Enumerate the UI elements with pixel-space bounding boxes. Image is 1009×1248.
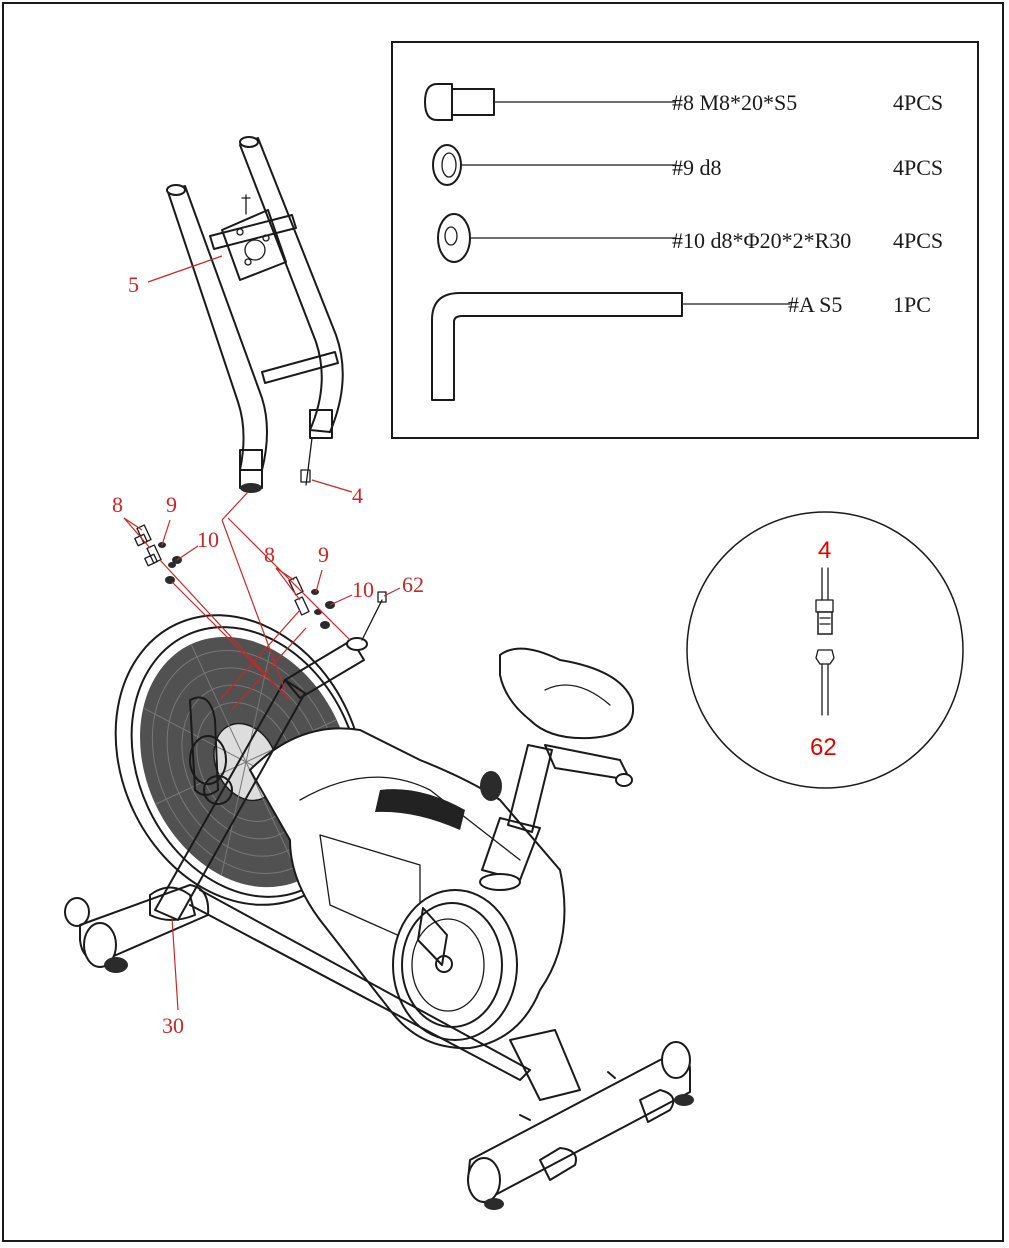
callout-bolt-left: 8 [112, 492, 123, 517]
hardware-qty-spring-washer: 4PCS [893, 155, 943, 180]
hardware-qty-bolt: 4PCS [893, 90, 943, 115]
inset-label-bottom: 62 [810, 734, 837, 761]
bolt-icon [424, 83, 676, 121]
hardware-code-bolt: #8 M8*20*S5 [672, 90, 797, 115]
flat-washer-icon [320, 601, 335, 629]
callout-cable-lower: 62 [402, 572, 424, 597]
inset-label-top: 4 [818, 537, 831, 564]
callout-handlebar: 5 [128, 272, 139, 297]
callout-front-tube: 30 [162, 1013, 184, 1038]
spring-washer-icon [158, 542, 176, 568]
connector-inset: 4 62 [686, 511, 964, 789]
hardware-code-spring-washer: #9 d8 [672, 155, 722, 180]
bike-drawing [64, 614, 694, 1210]
callout-flat-washer-left: 10 [197, 527, 219, 552]
hardware-qty-flat-washer: 4PCS [893, 228, 943, 253]
hardware-box-frame [391, 41, 979, 439]
spring-washer-icon [432, 144, 676, 186]
bolt-icon [134, 524, 152, 547]
hardware-code-flat-washer: #10 d8*Φ20*2*R30 [672, 228, 851, 253]
hardware-code-allen-key: #A S5 [788, 292, 842, 317]
inset-circle [686, 511, 964, 789]
vent-icon [375, 789, 465, 830]
flat-washer-icon [165, 556, 182, 584]
callout-flat-washer-right: 10 [352, 577, 374, 602]
callout-spring-washer-right: 9 [318, 542, 329, 567]
allen-key-icon [431, 292, 791, 401]
hardware-qty-allen-key: 1PC [893, 292, 931, 317]
saddle-icon [499, 647, 635, 740]
callout-leaders [123, 255, 401, 1011]
callout-bolt-right: 8 [264, 542, 275, 567]
handlebar-drawing [166, 136, 344, 493]
callout-cable-upper: 4 [352, 483, 363, 508]
hardware-box: #8 M8*20*S5 4PCS #9 d8 4PCS #10 d8*Φ20*2… [391, 41, 979, 439]
cable-connector-icon [815, 567, 835, 716]
bolt-icon [144, 544, 162, 567]
flat-washer-icon [437, 213, 676, 263]
callout-spring-washer-left: 9 [166, 492, 177, 517]
